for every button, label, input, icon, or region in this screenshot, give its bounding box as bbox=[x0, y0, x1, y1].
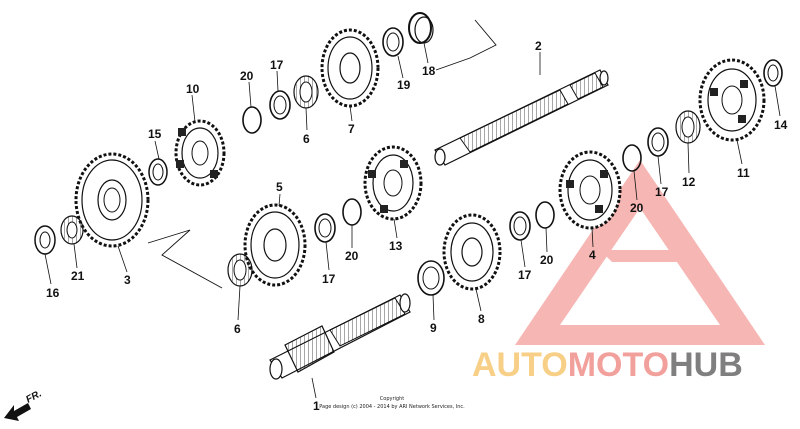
part-4-dog-gear bbox=[558, 150, 622, 230]
callout-15: 15 bbox=[148, 127, 162, 141]
front-arrow-icon bbox=[4, 403, 31, 421]
part-20-snap-ring-c bbox=[535, 201, 555, 229]
callout-20-a: 20 bbox=[240, 69, 254, 83]
callout-21: 21 bbox=[71, 269, 85, 283]
part-10-dog-gear bbox=[174, 119, 226, 187]
callout-2: 2 bbox=[535, 39, 542, 53]
callout-5: 5 bbox=[276, 180, 283, 194]
part-17-washer-d bbox=[647, 127, 669, 157]
callout-3: 3 bbox=[124, 273, 131, 287]
callout-9: 9 bbox=[430, 321, 437, 335]
part-19-washer bbox=[382, 27, 404, 57]
part-7-gear bbox=[320, 28, 380, 108]
part-20-snap-ring-b bbox=[342, 198, 362, 226]
callout-10: 10 bbox=[186, 82, 200, 96]
callout-6-b: 6 bbox=[234, 322, 241, 336]
part-17-washer-c bbox=[509, 211, 531, 241]
part-6-bushing-b bbox=[227, 253, 253, 287]
callout-7: 7 bbox=[348, 122, 355, 136]
callout-20-d: 20 bbox=[630, 201, 644, 215]
callout-6-a: 6 bbox=[303, 132, 310, 146]
callout-14: 14 bbox=[774, 118, 788, 132]
group-bracket-lines bbox=[147, 19, 497, 289]
part-12-bushing bbox=[675, 110, 701, 144]
watermark-auto: AUTO bbox=[472, 346, 568, 384]
watermark-triangle bbox=[515, 160, 765, 345]
part-13-dog-gear bbox=[363, 145, 423, 221]
part-5-gear bbox=[243, 203, 307, 287]
callout-18: 18 bbox=[422, 64, 436, 78]
copyright-line-2: Page design (c) 2004 - 2014 by ARI Netwo… bbox=[319, 404, 465, 410]
callout-17-d: 17 bbox=[655, 185, 669, 199]
leader-lines bbox=[44, 42, 781, 399]
callout-20-b: 20 bbox=[345, 249, 359, 263]
callout-4: 4 bbox=[589, 248, 596, 262]
copyright-line-1: Copyright bbox=[380, 396, 404, 402]
part-20-snap-ring-a bbox=[242, 106, 262, 134]
callout-8: 8 bbox=[478, 312, 485, 326]
part-18-split-collar bbox=[408, 12, 434, 44]
part-9-bushing bbox=[417, 260, 445, 296]
part-17-washer-b bbox=[314, 213, 336, 243]
callout-13: 13 bbox=[389, 239, 403, 253]
watermark-hub: HUB bbox=[669, 346, 743, 384]
watermark-logo-text: AUTOMOTOHUB bbox=[472, 348, 792, 382]
part-11-dog-gear bbox=[698, 58, 766, 142]
part-16-washer bbox=[34, 225, 56, 255]
part-15-washer bbox=[148, 158, 168, 186]
callout-17-a: 17 bbox=[270, 58, 284, 72]
part-8-gear bbox=[442, 213, 502, 291]
callout-17-b: 17 bbox=[322, 272, 336, 286]
callout-1: 1 bbox=[313, 399, 320, 413]
part-20-snap-ring-d bbox=[622, 144, 642, 172]
callout-17-c: 17 bbox=[518, 268, 532, 282]
callout-19: 19 bbox=[397, 78, 411, 92]
part-14-washer bbox=[763, 59, 783, 87]
watermark-moto: MOTO bbox=[567, 346, 670, 384]
part-6-bushing-a bbox=[293, 75, 319, 109]
callout-12: 12 bbox=[682, 175, 696, 189]
part-3-gear bbox=[74, 152, 150, 248]
part-17-washer-a bbox=[269, 90, 291, 120]
callout-20-c: 20 bbox=[540, 253, 554, 267]
part-21-needle-bearing bbox=[60, 215, 84, 245]
callout-11: 11 bbox=[737, 166, 750, 180]
part-2-mainshaft bbox=[434, 69, 609, 166]
part-1-countershaft bbox=[269, 293, 411, 380]
front-label: FR. bbox=[24, 388, 43, 405]
callout-16: 16 bbox=[46, 286, 60, 300]
